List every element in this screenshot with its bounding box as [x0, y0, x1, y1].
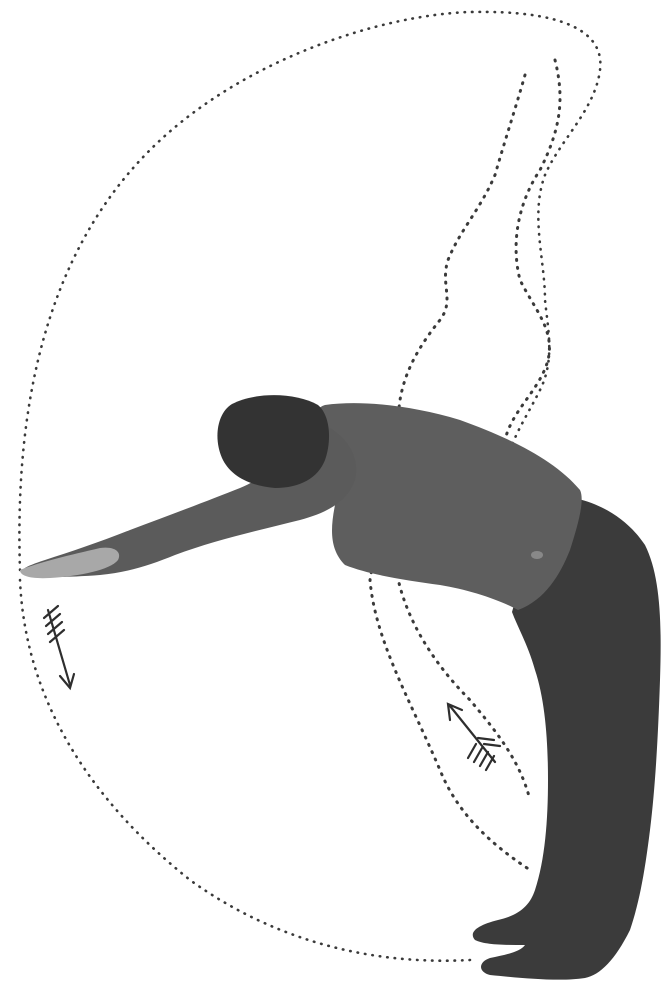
figure-head [217, 395, 329, 488]
arrow-up-icon [448, 704, 500, 770]
arrow-down-icon [44, 606, 74, 688]
motion-arc-lower-dotted-outline [20, 580, 470, 961]
belt-highlight [531, 551, 543, 559]
figure-torso [315, 403, 582, 610]
